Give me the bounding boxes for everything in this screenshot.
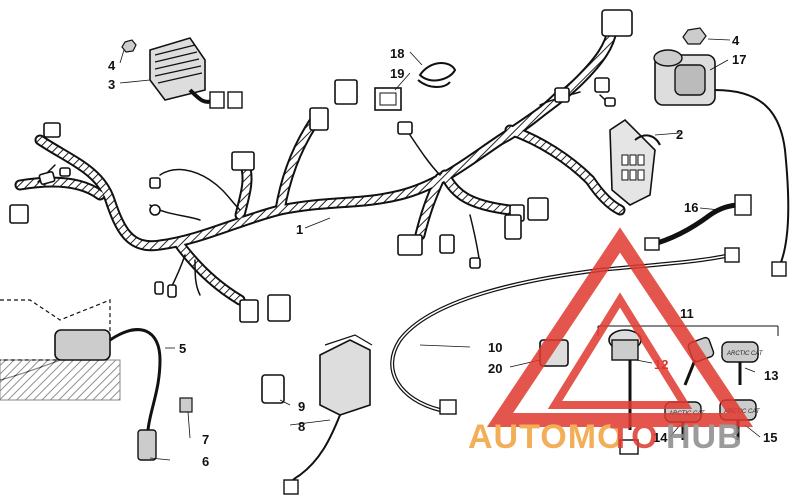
callout-20: 20: [488, 361, 502, 376]
key-brand-label: ARCTIC CAT: [726, 351, 764, 357]
nut-part-4-right: [682, 27, 707, 45]
callout-9: 9: [298, 399, 305, 414]
ignition-switch: [653, 49, 790, 277]
fuse-block: [609, 118, 661, 206]
callout-labels: 1 2 3 4 4 5 6 7 8 9 10 11 12 13 14 15 16…: [108, 33, 778, 469]
cdi-module: [283, 334, 373, 495]
callout-15: 15: [763, 430, 777, 445]
callout-18: 18: [390, 46, 404, 61]
callout-4-left: 4: [108, 58, 116, 73]
callout-4-right: 4: [732, 33, 740, 48]
watermark-hub: HUB: [666, 418, 743, 456]
harness-clip: [417, 62, 457, 88]
callout-10: 10: [488, 340, 502, 355]
relay-part-9: [261, 374, 285, 404]
watermark-auto: AUTOMO: [468, 418, 624, 456]
automotohub-watermark: AUTOMO TO HUB: [468, 227, 754, 456]
callout-3: 3: [108, 77, 115, 92]
sub-harness-16: [644, 194, 752, 251]
callout-14: 14: [653, 430, 668, 445]
callout-6: 6: [202, 454, 209, 469]
callout-8: 8: [298, 419, 305, 434]
callout-11: 11: [680, 306, 694, 321]
main-wiring-harness: [9, 9, 633, 323]
callout-5: 5: [179, 341, 186, 356]
engine-area: [0, 299, 193, 461]
callout-19: 19: [390, 66, 404, 81]
callout-1: 1: [296, 222, 303, 237]
relay-part-19: [374, 87, 402, 111]
callout-17: 17: [732, 52, 746, 67]
nut-part-4-left: [121, 39, 137, 53]
callout-7: 7: [202, 432, 209, 447]
callout-13: 13: [764, 368, 778, 383]
voltage-regulator: [149, 37, 243, 109]
callout-16: 16: [684, 200, 698, 215]
watermark-to: TO: [610, 418, 659, 456]
callout-2: 2: [676, 127, 683, 142]
cable-part-10: [390, 247, 740, 415]
